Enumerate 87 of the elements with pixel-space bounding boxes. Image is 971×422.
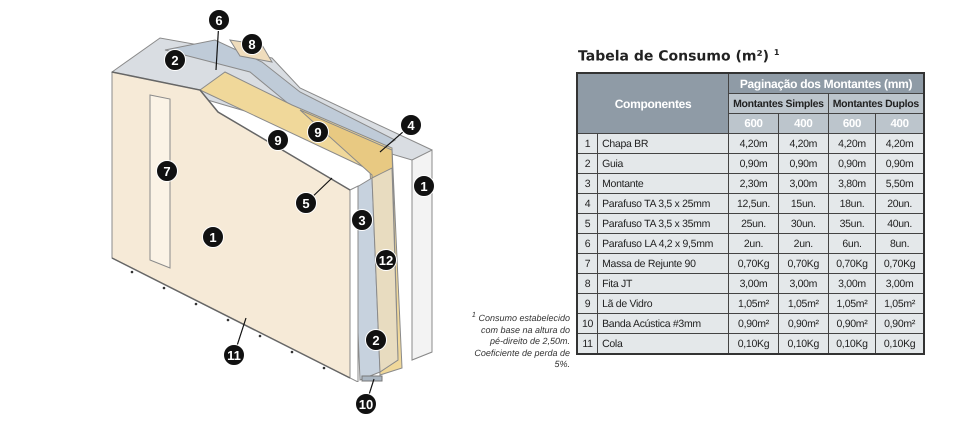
table-cell: 4,20m [828, 134, 876, 154]
table-cell: 15un. [778, 194, 828, 214]
table-cell: 6un. [828, 234, 876, 254]
table-title: Tabela de Consumo (m²) $^{1}$ [578, 48, 780, 65]
callout-number: 11 [223, 344, 245, 366]
table-cell: Banda Acústica #3mm [598, 314, 729, 334]
row-number: 9 [577, 294, 598, 314]
leader-line [236, 318, 247, 345]
table-cell: 0,90m [728, 154, 778, 174]
table-cell: 2,30m [728, 174, 778, 194]
callout-number: 6 [208, 9, 230, 31]
leader-line [314, 178, 332, 196]
table-cell: 8un. [876, 234, 924, 254]
table-cell: Guia [598, 154, 729, 174]
table-cell: 5,50m [876, 174, 924, 194]
table-cell: 4,20m [778, 134, 828, 154]
table-cell: 35un. [828, 214, 876, 234]
column-header: 600 [728, 114, 778, 134]
leader-line [380, 132, 404, 152]
table-cell: 3,00m [728, 274, 778, 294]
table-cell: 3,00m [778, 274, 828, 294]
table-cell: 2un. [778, 234, 828, 254]
row-number: 10 [577, 314, 598, 334]
table-cell: Cola [598, 334, 729, 354]
row-number: 8 [577, 274, 598, 294]
table-cell: 18un. [828, 194, 876, 214]
table-cell: 20un. [876, 194, 924, 214]
table-cell: Parafuso TA 3,5 x 35mm [598, 214, 729, 234]
table-cell: Lã de Vidro [598, 294, 729, 314]
table-cell: Massa de Rejunte 90 [598, 254, 729, 274]
column-header: 600 [828, 114, 876, 134]
table-cell: 0,90m [876, 154, 924, 174]
table-cell: 1,05m² [778, 294, 828, 314]
table-cell: 3,80m [828, 174, 876, 194]
table-cell: 30un. [778, 214, 828, 234]
table-cell: 1,05m² [876, 294, 924, 314]
table-cell: Chapa BR [598, 134, 729, 154]
table-cell: 0,90m² [876, 314, 924, 334]
footnote: $^{1}$ Consumo estabelecido com base na altura do pé-direito de 2,50m. Coeficiente de perda de 5%. [470, 309, 570, 370]
table-cell: Fita JT [598, 274, 729, 294]
table-cell: 0,90m² [728, 314, 778, 334]
row-number: 11 [577, 334, 598, 354]
table-cell: 0,10Kg [876, 334, 924, 354]
column-header: Componentes [577, 73, 729, 134]
column-header: 400 [876, 114, 924, 134]
table-cell: 0,10Kg [778, 334, 828, 354]
callout-number: 8 [241, 33, 263, 55]
callout-number: 4 [400, 114, 422, 136]
row-number: 2 [577, 154, 598, 174]
table-cell: 1,05m² [828, 294, 876, 314]
table-cell: 0,70Kg [876, 254, 924, 274]
row-number: 5 [577, 214, 598, 234]
row-number: 1 [577, 134, 598, 154]
table-cell: 0,70Kg [728, 254, 778, 274]
table-cell: Parafuso LA 4,2 x 9,5mm [598, 234, 729, 254]
table-cell: 4,20m [876, 134, 924, 154]
table-cell: 0,90m [828, 154, 876, 174]
row-number: 3 [577, 174, 598, 194]
column-header: Montantes Duplos [828, 94, 924, 114]
table-cell: 0,70Kg [778, 254, 828, 274]
callout-number: 10 [355, 393, 377, 415]
table-cell: 1,05m² [728, 294, 778, 314]
row-number: 7 [577, 254, 598, 274]
table-cell: 0,10Kg [828, 334, 876, 354]
leader-line [215, 30, 219, 70]
row-number: 4 [577, 194, 598, 214]
leader-line [368, 378, 375, 394]
table-cell: 3,00m [876, 274, 924, 294]
table-cell: 3,00m [778, 174, 828, 194]
table-cell: 12,5un. [728, 194, 778, 214]
row-number: 6 [577, 234, 598, 254]
table-cell: 3,00m [828, 274, 876, 294]
table-cell: Parafuso TA 3,5 x 25mm [598, 194, 729, 214]
table-cell: 0,70Kg [828, 254, 876, 274]
table-cell: 0,10Kg [728, 334, 778, 354]
table-cell: 25un. [728, 214, 778, 234]
table-cell: 0,90m² [828, 314, 876, 334]
table-cell: 0,90m [778, 154, 828, 174]
column-header: 400 [778, 114, 828, 134]
table-cell: 40un. [876, 214, 924, 234]
table-cell: Montante [598, 174, 729, 194]
table-cell: 0,90m² [778, 314, 828, 334]
table-cell: 2un. [728, 234, 778, 254]
column-header: Montantes Simples [728, 94, 828, 114]
callout-number: 9 [267, 129, 289, 151]
column-header: Paginação dos Montantes (mm) [728, 73, 924, 94]
table-cell: 4,20m [728, 134, 778, 154]
